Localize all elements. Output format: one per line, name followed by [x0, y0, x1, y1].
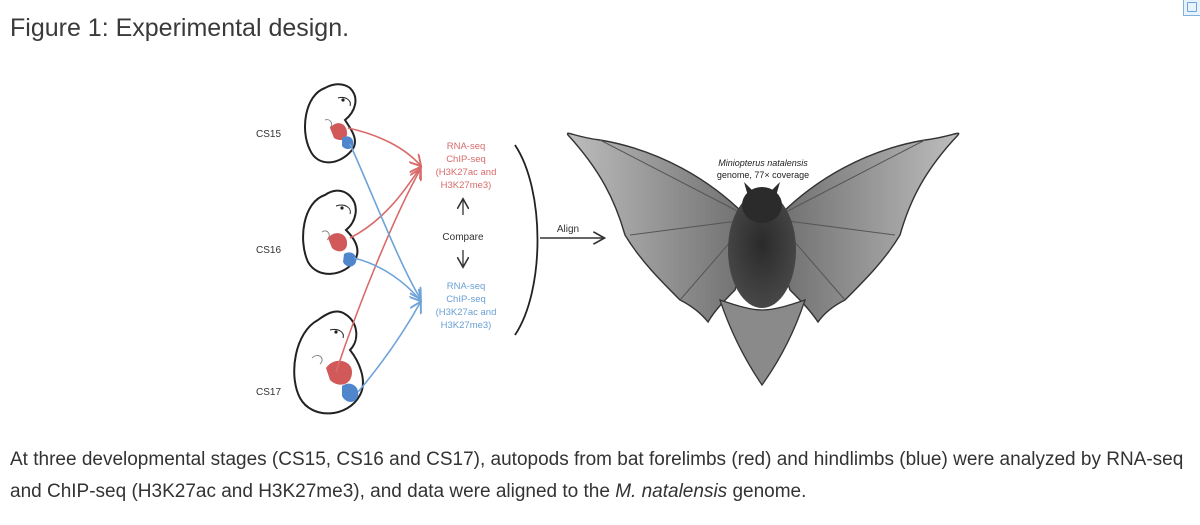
stage-label-cs15: CS15 — [256, 129, 281, 140]
hindlimb-assays: RNA-seq ChIP-seq (H3K27ac and H3K27me3) — [436, 281, 497, 331]
grouping-bracket — [514, 144, 539, 336]
svg-text:Miniopterus natalensis: Miniopterus natalensis — [718, 158, 808, 168]
svg-text:genome, 77× coverage: genome, 77× coverage — [717, 170, 809, 180]
hindlimb-arrows — [349, 143, 420, 393]
svg-text:(H3K27ac and: (H3K27ac and — [436, 307, 497, 318]
compare-label: Compare — [442, 232, 484, 243]
svg-text:RNA-seq: RNA-seq — [447, 141, 486, 152]
caption-species: M. natalensis — [615, 481, 728, 502]
svg-text:H3K27me3): H3K27me3) — [441, 320, 492, 331]
svg-text:ChIP-seq: ChIP-seq — [446, 294, 486, 305]
expand-icon[interactable] — [1183, 0, 1200, 16]
forelimb-arrows — [335, 127, 420, 373]
experimental-design-figure: CS15 CS16 CS17 — [256, 83, 960, 415]
caption-text-before: At three developmental stages (CS15, CS1… — [10, 449, 1184, 502]
genome-label: Miniopterus natalensis genome, 77× cover… — [717, 158, 809, 180]
bat-image — [566, 132, 960, 387]
embryo-cs16 — [302, 189, 359, 275]
figure-title: Figure 1: Experimental design. — [10, 14, 350, 42]
align-label: Align — [557, 224, 579, 235]
svg-text:ChIP-seq: ChIP-seq — [446, 154, 486, 165]
svg-text:(H3K27ac and: (H3K27ac and — [436, 167, 497, 178]
embryo-cs17 — [293, 310, 364, 415]
embryo-cs15 — [304, 83, 357, 164]
svg-text:H3K27me3): H3K27me3) — [441, 180, 492, 191]
figure-caption: At three developmental stages (CS15, CS1… — [10, 444, 1195, 508]
caption-text-after: genome. — [727, 481, 807, 502]
forelimb-assays: RNA-seq ChIP-seq (H3K27ac and H3K27me3) — [436, 141, 497, 191]
svg-text:RNA-seq: RNA-seq — [447, 281, 486, 292]
stage-label-cs17: CS17 — [256, 387, 281, 398]
stage-label-cs16: CS16 — [256, 245, 281, 256]
